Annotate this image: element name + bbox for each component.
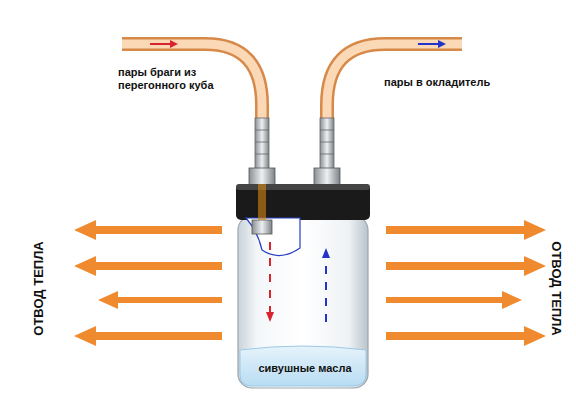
heat-label: ОТВОД ТЕПЛА xyxy=(549,241,564,335)
inlet-label: пары браги из перегонного куба xyxy=(118,66,228,92)
jar xyxy=(238,216,368,388)
cap xyxy=(236,184,370,220)
liquid xyxy=(240,346,366,386)
flow-arrow xyxy=(266,242,330,322)
fitting xyxy=(252,220,272,234)
cutaway xyxy=(246,218,300,256)
fitting xyxy=(249,118,340,186)
cap xyxy=(236,184,370,190)
heat-label: ОТВОД ТЕПЛА xyxy=(31,241,46,335)
heat-arrow xyxy=(74,220,546,346)
flow-arrow xyxy=(150,40,446,48)
outlet-label: пары в окладитель xyxy=(384,76,504,89)
liquid-label: сивушные масла xyxy=(256,362,353,375)
gasket xyxy=(258,184,266,220)
